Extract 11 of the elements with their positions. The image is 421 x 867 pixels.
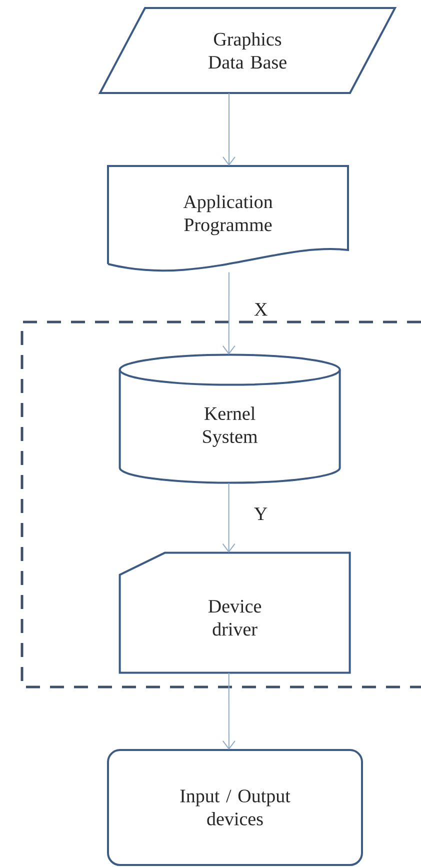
- rounded-box: Input / Output devices: [107, 749, 363, 866]
- database-cylinder: Kernel System: [118, 354, 341, 484]
- arrow: [222, 92, 236, 166]
- arrow: [222, 272, 236, 355]
- dashed-boundary-box: [20, 320, 421, 688]
- document-shape: Application Programme: [107, 165, 349, 272]
- node-label: Kernel System: [203, 406, 258, 447]
- arrow: [222, 482, 236, 553]
- edge-label: Y: [254, 508, 268, 520]
- arrow: [222, 672, 236, 750]
- edge-label: X: [254, 303, 268, 316]
